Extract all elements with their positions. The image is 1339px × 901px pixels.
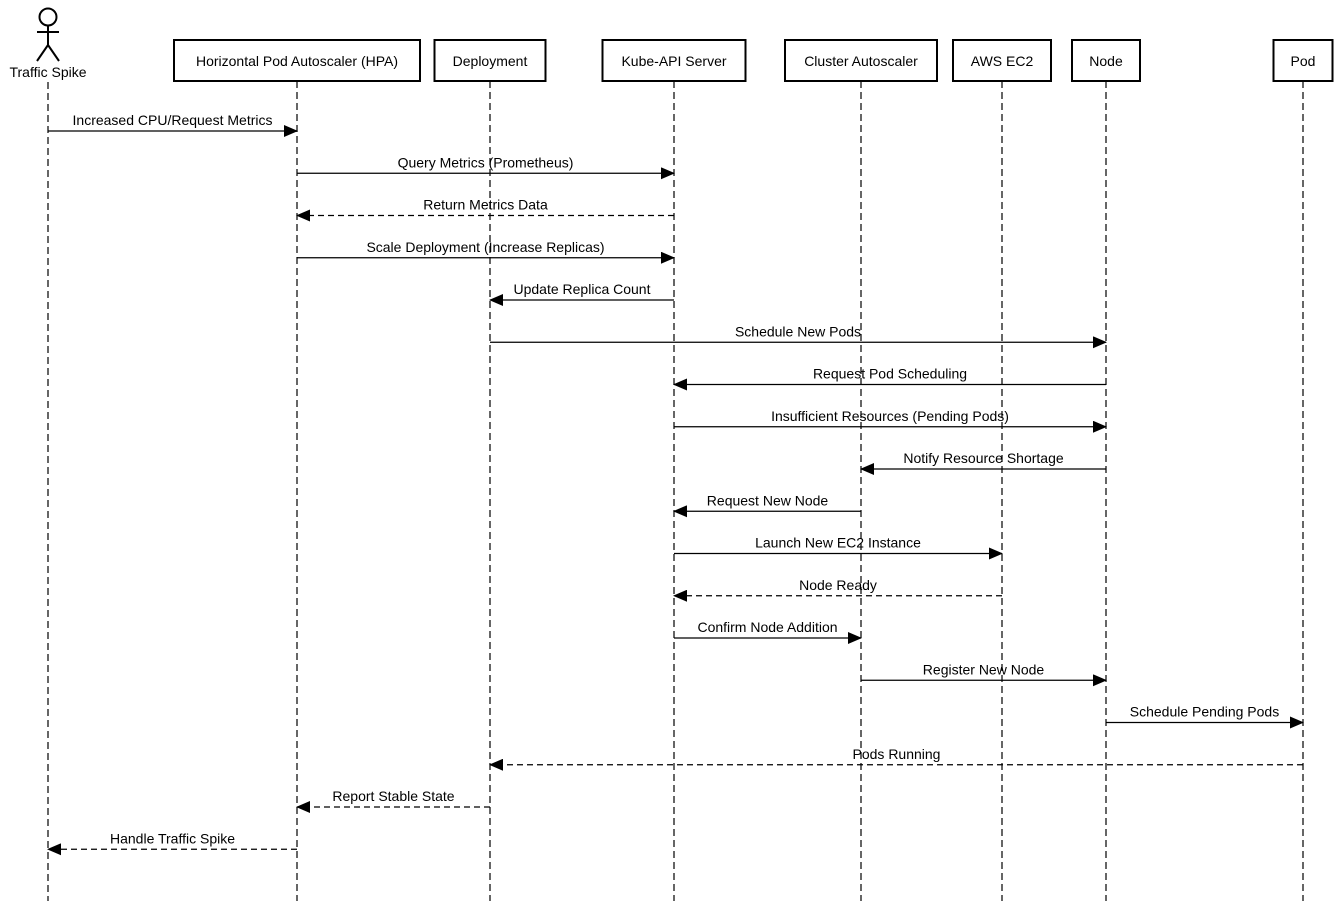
participant-label: Horizontal Pod Autoscaler (HPA) (196, 53, 398, 69)
participant-label: Cluster Autoscaler (804, 53, 918, 69)
participant-label: Kube-API Server (621, 53, 726, 69)
message-launch-new-ec2-instance: Launch New EC2 Instance (674, 535, 1003, 560)
message-label: Report Stable State (332, 788, 454, 804)
participant-box (952, 39, 1052, 82)
message-request-pod-scheduling: Request Pod Scheduling (673, 366, 1106, 391)
message-update-replica-count: Update Replica Count (489, 281, 674, 306)
message-label: Update Replica Count (514, 281, 651, 297)
participant-box (1071, 39, 1141, 82)
participant-label: AWS EC2 (971, 53, 1034, 69)
participant-box (1272, 39, 1334, 82)
message-scale-deployment-increase-replicas: Scale Deployment (Increase Replicas) (297, 239, 675, 264)
actor-traffic-spike: Traffic Spike (9, 7, 87, 80)
participant-cluster-autoscaler: Cluster Autoscaler (784, 39, 938, 82)
message-label: Schedule Pending Pods (1130, 704, 1279, 720)
message-label: Increased CPU/Request Metrics (73, 112, 273, 128)
participant-kube-api-server: Kube-API Server (601, 39, 747, 82)
message-schedule-pending-pods: Schedule Pending Pods (1106, 704, 1304, 729)
message-request-new-node: Request New Node (673, 492, 861, 518)
actor-figure-icon (36, 7, 60, 62)
participant-label: Pod (1291, 53, 1316, 69)
message-schedule-new-pods: Schedule New Pods (490, 323, 1107, 349)
message-label: Request Pod Scheduling (813, 366, 967, 382)
message-query-metrics-prometheus: Query Metrics (Prometheus) (297, 154, 675, 180)
message-return-metrics-data: Return Metrics Data (296, 197, 674, 222)
actor-label: Traffic Spike (9, 64, 86, 80)
message-label: Notify Resource Shortage (903, 450, 1064, 466)
message-label: Handle Traffic Spike (110, 830, 235, 846)
message-register-new-node: Register New Node (861, 661, 1107, 687)
participant-box (784, 39, 938, 82)
message-label: Node Ready (799, 577, 877, 593)
participant-node: Node (1071, 39, 1141, 82)
message-label: Schedule New Pods (735, 323, 861, 339)
participant-aws-ec2: AWS EC2 (952, 39, 1052, 82)
message-label: Pods Running (853, 746, 941, 762)
message-handle-traffic-spike: Handle Traffic Spike (47, 830, 297, 856)
message-label: Scale Deployment (Increase Replicas) (366, 239, 604, 255)
message-label: Query Metrics (Prometheus) (398, 154, 574, 170)
message-label: Return Metrics Data (423, 197, 548, 213)
message-label: Launch New EC2 Instance (755, 535, 921, 551)
participant-box (601, 39, 747, 82)
message-label: Insufficient Resources (Pending Pods) (771, 408, 1009, 424)
message-confirm-node-addition: Confirm Node Addition (674, 619, 862, 644)
participant-label: Deployment (453, 53, 528, 69)
message-label: Request New Node (707, 492, 829, 508)
participant-pod: Pod (1272, 39, 1334, 82)
participant-deployment: Deployment (433, 39, 547, 82)
participant-box (433, 39, 547, 82)
message-label: Confirm Node Addition (697, 619, 837, 635)
message-pods-running: Pods Running (489, 746, 1303, 771)
message-insufficient-resources-pending-pods: Insufficient Resources (Pending Pods) (674, 408, 1107, 433)
participant-label: Node (1089, 53, 1123, 69)
message-increased-cpu-request-metrics: Increased CPU/Request Metrics (48, 112, 298, 137)
participant-horizontal-pod-autoscaler-hpa: Horizontal Pod Autoscaler (HPA) (173, 39, 421, 82)
message-label: Register New Node (923, 661, 1045, 677)
participant-box (173, 39, 421, 82)
message-report-stable-state: Report Stable State (296, 788, 490, 813)
message-node-ready: Node Ready (673, 577, 1002, 602)
message-notify-resource-shortage: Notify Resource Shortage (860, 450, 1106, 475)
